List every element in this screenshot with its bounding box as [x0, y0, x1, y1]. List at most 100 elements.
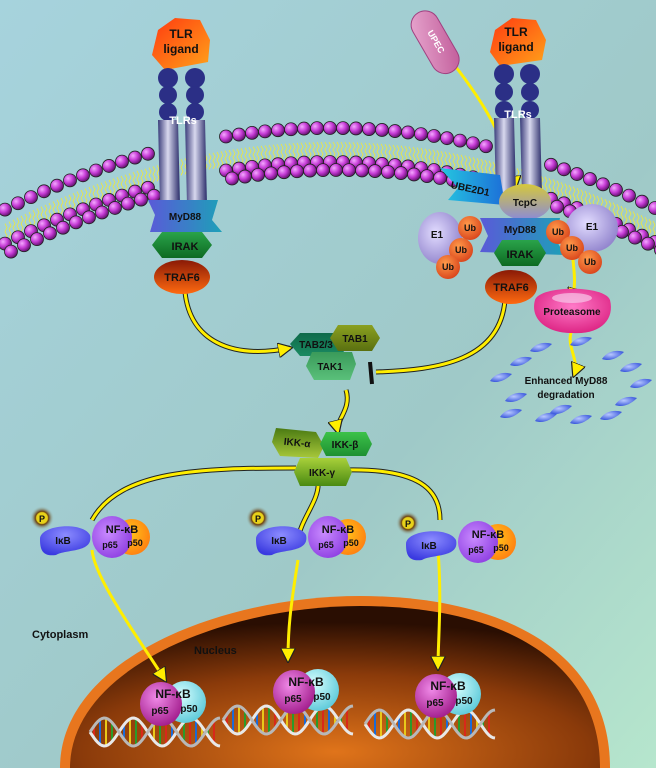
phosphate-label: P: [405, 519, 411, 529]
lipid-head: [628, 230, 642, 245]
lipid-head: [427, 129, 441, 143]
myd88-right-label: MyD88: [504, 225, 537, 236]
left-tlr-complex: TLR ligand TLRs MyD88 IRAK TRAF6: [148, 18, 222, 294]
lipid-head: [388, 124, 402, 138]
lipid-head: [17, 238, 31, 253]
upec-bacterium: UPEC: [410, 10, 460, 75]
lipid-head: [82, 210, 96, 225]
p65-label: p65: [284, 694, 302, 705]
tlr-ligand-right: [490, 18, 546, 66]
myd88-fragment: [535, 412, 557, 423]
ub-left-2-label: Ub: [455, 245, 467, 255]
lipid-head: [329, 163, 343, 177]
nucleus-label: Nucleus: [194, 645, 237, 657]
inhibition-traf6-to-tak: [375, 299, 507, 374]
lipid-head: [648, 201, 656, 215]
p65-label: p65: [151, 706, 169, 717]
tlr-ligand-left-label-1: TLR: [169, 27, 193, 41]
lipid-head: [557, 162, 571, 177]
lipid-head: [238, 169, 252, 184]
ube2d1: [440, 168, 505, 205]
traf6-left-label: TRAF6: [164, 272, 199, 284]
arrow-proteasome-to-degradation: [568, 329, 575, 375]
lipid-head: [479, 139, 493, 154]
lipid-head: [37, 184, 51, 199]
lipid-head: [258, 124, 272, 139]
lipid-head: [375, 123, 389, 137]
ikb-label: IκB: [421, 541, 437, 552]
right-tlr-complex: UPEC TLR ligand TLRs UBE2D1 TcpC MyD88 I…: [410, 10, 652, 425]
p50-label: p50: [343, 538, 359, 548]
lipid-head: [108, 201, 122, 215]
lipid-head: [232, 127, 246, 142]
tcpc-label: TcpC: [513, 198, 537, 209]
tak1: [306, 352, 356, 380]
ub-right-2: [560, 236, 584, 260]
traf6-right-label: TRAF6: [493, 282, 528, 294]
lipid-head: [76, 168, 90, 183]
myd88-fragment: [550, 404, 572, 415]
myd88-left-label: MyD88: [169, 212, 202, 223]
degraded-myd88-fragments: [490, 336, 652, 425]
ub-left-1: [458, 216, 482, 240]
p65: [273, 670, 315, 714]
lipid-head: [245, 125, 259, 140]
irak-left-label: IRAK: [172, 241, 199, 253]
lipid-head: [69, 215, 83, 230]
lipid-head: [30, 232, 44, 247]
phosphate-group: [246, 506, 270, 530]
tlr-ligand-left: [152, 18, 210, 70]
lipid-head: [225, 171, 239, 186]
phosphate-label: P: [39, 514, 45, 524]
lipid-head: [43, 226, 57, 241]
tab1-label: TAB1: [342, 334, 368, 345]
lipid-head: [401, 125, 415, 140]
nfkb-label: NF-κB: [322, 524, 354, 536]
lipid-head: [4, 244, 18, 259]
myd88-fragment: [570, 414, 592, 425]
ikb: [256, 526, 307, 556]
lipid-head: [323, 121, 337, 135]
lipid-head: [583, 172, 597, 186]
tak-complex: TAB2/3 TAB1 TAK1: [290, 325, 380, 380]
arrow-translocation-2: [288, 559, 300, 660]
ub-left-2: [449, 238, 473, 262]
nfkb-label: NF-κB: [430, 679, 466, 693]
lipid-head: [544, 157, 558, 172]
lipid-head: [219, 129, 233, 144]
irak-left: [152, 232, 212, 258]
lipid-head: [290, 164, 304, 179]
lipid-head: [264, 166, 278, 181]
lipid-head: [433, 171, 447, 185]
lipid-head: [550, 199, 564, 214]
lipid-head: [50, 178, 64, 193]
lipid-head: [635, 194, 649, 209]
nfkb-label: NF-κB: [472, 529, 504, 541]
ikk-beta: [320, 432, 372, 456]
ikb: [406, 531, 457, 561]
myd88-fragment: [615, 396, 637, 407]
myd88-fragment: [490, 372, 512, 383]
lipid-head: [453, 133, 467, 148]
p50-label: p50: [455, 696, 473, 707]
lipid-head: [271, 123, 285, 138]
ikb: [40, 526, 91, 556]
lipid-head: [336, 121, 350, 135]
tcpc: [499, 184, 551, 220]
lipid-head: [355, 163, 369, 178]
ub-right-3: [578, 250, 602, 274]
lipid-head: [303, 163, 317, 178]
tak1-label: TAK1: [317, 362, 343, 373]
ikk-gamma-label: IKK-γ: [309, 468, 336, 479]
myd88-fragment: [505, 392, 527, 403]
irak-right-label: IRAK: [507, 249, 534, 261]
myd88-fragment: [600, 410, 622, 421]
lipid-head: [596, 177, 610, 192]
ikk-alpha: [272, 428, 324, 458]
ikb-label: IκB: [55, 536, 71, 547]
proteasome-label: Proteasome: [543, 307, 601, 318]
